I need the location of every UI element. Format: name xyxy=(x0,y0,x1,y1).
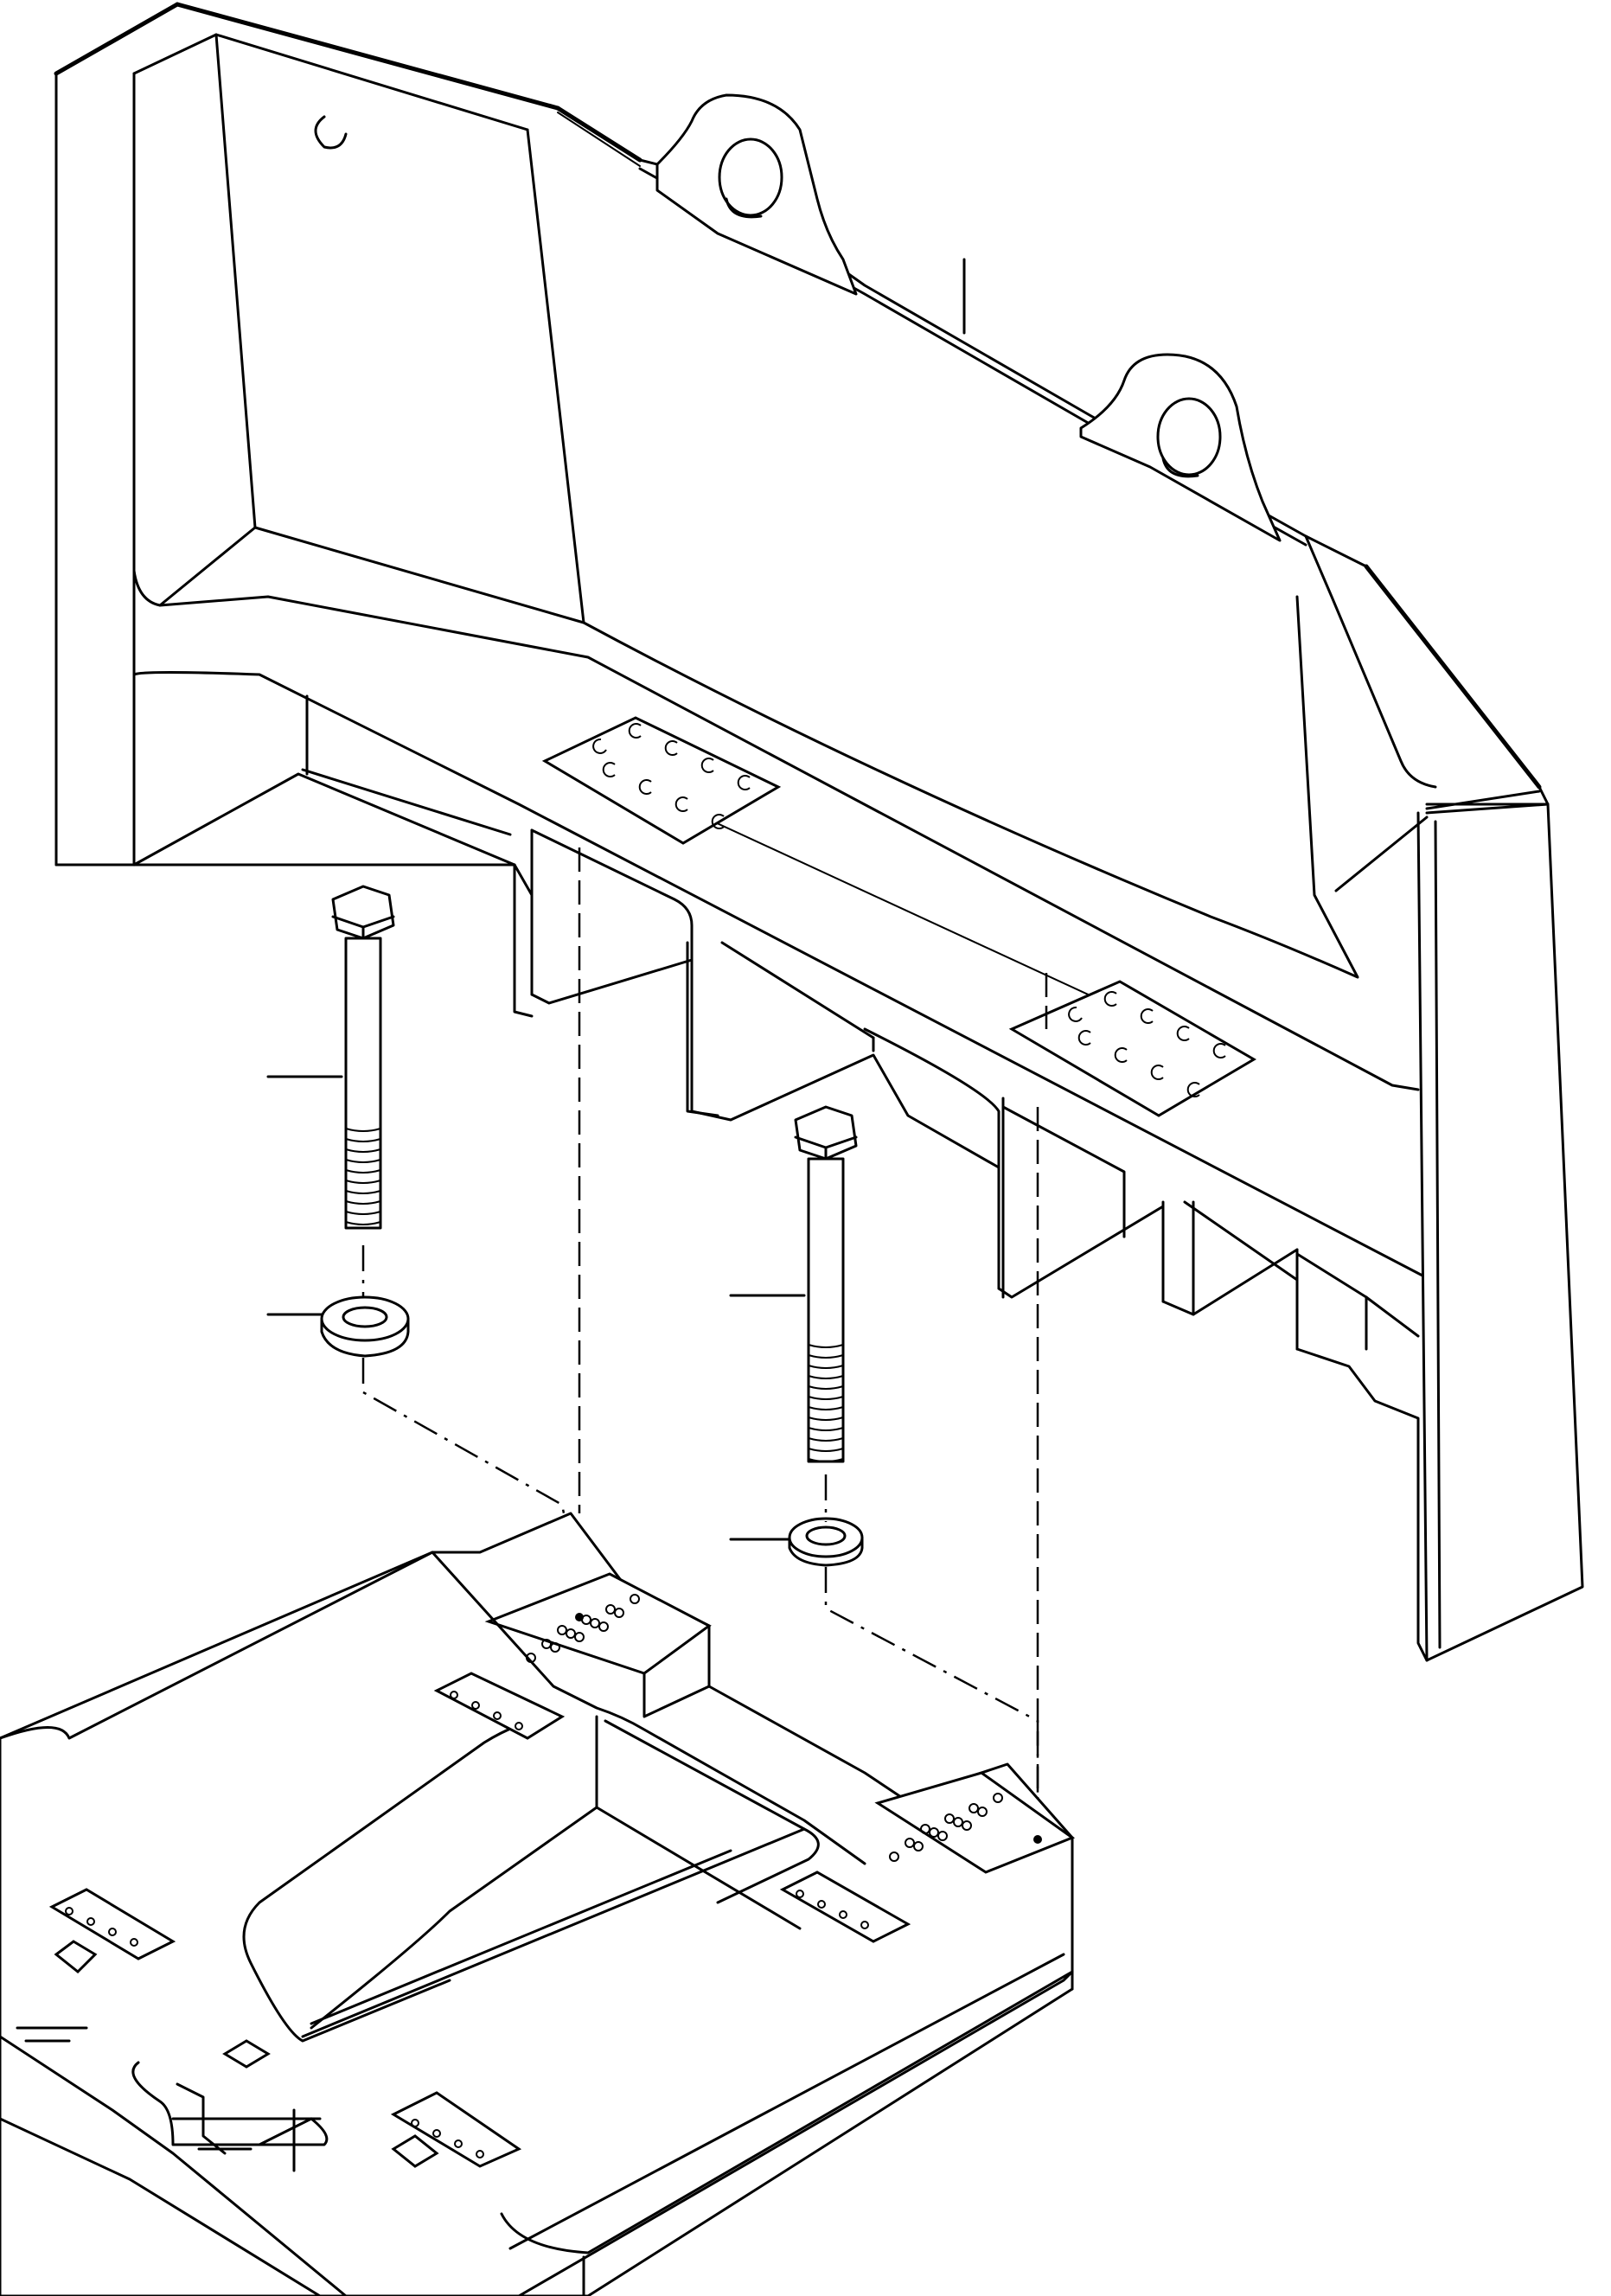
frame-hole-icon xyxy=(889,1852,899,1862)
frame xyxy=(0,1512,1076,2296)
plate-hole-icon xyxy=(860,1921,869,1929)
frame-hole-icon xyxy=(630,1594,640,1604)
plate-hole-icon xyxy=(476,2150,484,2158)
plate-hole-icon xyxy=(454,2139,463,2148)
frame-hole-icon xyxy=(920,1824,930,1834)
bolt-right xyxy=(794,1105,858,1463)
thread-line xyxy=(345,1221,381,1225)
pad-hole-icon xyxy=(1186,1082,1200,1097)
pad-hole-icon xyxy=(1068,1006,1083,1022)
pad-hole-icon xyxy=(628,723,642,739)
pad-hole-icon xyxy=(1150,1065,1164,1080)
thread-line xyxy=(808,1396,844,1400)
frame-hole-icon xyxy=(590,1618,600,1628)
plate-hole-icon xyxy=(450,1691,458,1699)
thread-line xyxy=(345,1190,381,1194)
alignment-right xyxy=(824,1474,1039,1799)
frame-hole-icon xyxy=(937,1831,948,1841)
lifting-eye-left xyxy=(655,93,858,296)
thread-line xyxy=(808,1427,844,1431)
thread-line xyxy=(345,1128,381,1132)
pad-hole-icon xyxy=(664,740,678,756)
frame-hole-icon xyxy=(953,1817,963,1827)
thread-line xyxy=(345,1148,381,1153)
frame-hole-icon xyxy=(526,1653,536,1663)
lifting-eye-right xyxy=(1079,353,1282,542)
pad-hole-icon xyxy=(1212,1043,1226,1058)
thread-line xyxy=(808,1448,844,1452)
thread-line xyxy=(808,1406,844,1410)
thread-line xyxy=(345,1200,381,1205)
frame-hole-icon xyxy=(566,1628,576,1639)
plate-hole-icon xyxy=(471,1701,480,1710)
pad-hole-icon xyxy=(592,738,607,754)
pad-hole-icon xyxy=(1176,1026,1190,1041)
plate-hole-icon xyxy=(108,1928,117,1936)
plate-hole-icon xyxy=(493,1711,502,1720)
frame-hole-icon xyxy=(962,1820,972,1831)
plate-hole-icon xyxy=(411,2119,419,2127)
thread-line xyxy=(808,1354,844,1359)
plate-hole-icon xyxy=(817,1900,826,1909)
frame-hole-icon xyxy=(575,1613,584,1621)
frame-hole-icon xyxy=(969,1803,979,1813)
thread-line xyxy=(808,1458,844,1462)
plate-hole-icon xyxy=(515,1722,523,1730)
pad-hole-icon xyxy=(602,762,616,777)
washer-left xyxy=(320,1295,410,1358)
bolt-left xyxy=(331,885,395,1230)
frame-hole-icon xyxy=(598,1621,609,1632)
washer-right xyxy=(788,1517,864,1567)
plate-hole-icon xyxy=(65,1907,74,1915)
thread-line xyxy=(808,1365,844,1369)
frame-hole-icon xyxy=(574,1632,585,1642)
frame-hole-icon xyxy=(614,1608,624,1618)
pad-hole-icon xyxy=(700,758,714,773)
thread-line xyxy=(808,1417,844,1421)
pad-hole-icon xyxy=(737,775,751,790)
bolt-pad-upper-left xyxy=(541,716,782,845)
frame-hole-icon xyxy=(541,1639,552,1649)
pad-hole-icon xyxy=(638,779,652,795)
bolt-pad-upper-right xyxy=(1008,980,1256,1117)
frame-hole-icon xyxy=(605,1604,616,1615)
pad-hole-icon xyxy=(1077,1030,1091,1046)
thread-line xyxy=(345,1180,381,1184)
thread-line xyxy=(345,1159,381,1163)
frame-hole-icon xyxy=(905,1838,915,1848)
plate-hole-icon xyxy=(796,1890,804,1898)
pad-hole-icon xyxy=(674,796,688,812)
plate-hole-icon xyxy=(432,2129,441,2138)
thread-line xyxy=(808,1375,844,1379)
pad-hole-icon xyxy=(1140,1008,1154,1024)
hole-icon xyxy=(314,115,348,150)
frame-hole-icon xyxy=(977,1807,988,1817)
frame-hole-icon xyxy=(929,1827,939,1838)
frame-hole-icon xyxy=(550,1642,560,1653)
pad-hole-icon xyxy=(1114,1047,1128,1063)
frame-hole-icon xyxy=(557,1625,567,1635)
alignment-left xyxy=(361,1245,581,1592)
frame-hole-icon xyxy=(993,1793,1003,1803)
plate-hole-icon xyxy=(839,1910,847,1919)
thread-line xyxy=(345,1169,381,1174)
thread-line xyxy=(345,1138,381,1142)
thread-line xyxy=(808,1385,844,1390)
frame-bolt-holes xyxy=(65,1594,1042,2158)
thread-line xyxy=(808,1344,844,1348)
plate-hole-icon xyxy=(86,1917,95,1926)
pad-hole-icon xyxy=(1103,991,1117,1007)
plate-hole-icon xyxy=(130,1938,138,1947)
pad-hole-icon xyxy=(711,814,725,829)
frame-hole-icon xyxy=(944,1813,955,1824)
thread-line xyxy=(808,1437,844,1442)
thread-line xyxy=(345,1211,381,1215)
frame-hole-icon xyxy=(913,1841,924,1852)
frame-hole-icon xyxy=(1033,1835,1042,1844)
